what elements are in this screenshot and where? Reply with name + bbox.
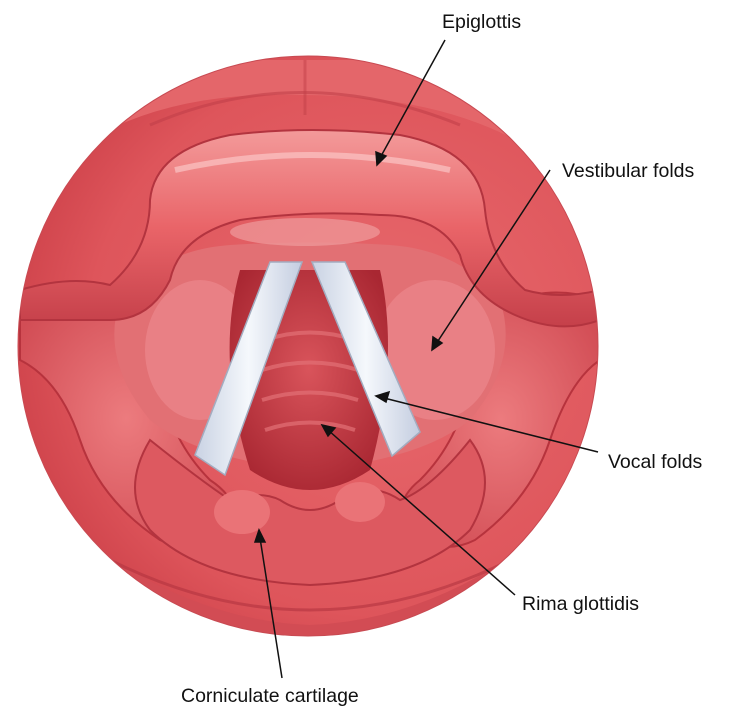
label-vestibular-folds: Vestibular folds [562,160,694,182]
label-rima-glottidis: Rima glottidis [522,593,639,615]
label-corniculate-cartilage: Corniculate cartilage [181,685,359,707]
label-epiglottis: Epiglottis [442,11,521,33]
left-corniculate-tubercle [214,490,270,534]
label-vocal-folds: Vocal folds [608,451,703,473]
right-corniculate-tubercle [335,482,385,522]
